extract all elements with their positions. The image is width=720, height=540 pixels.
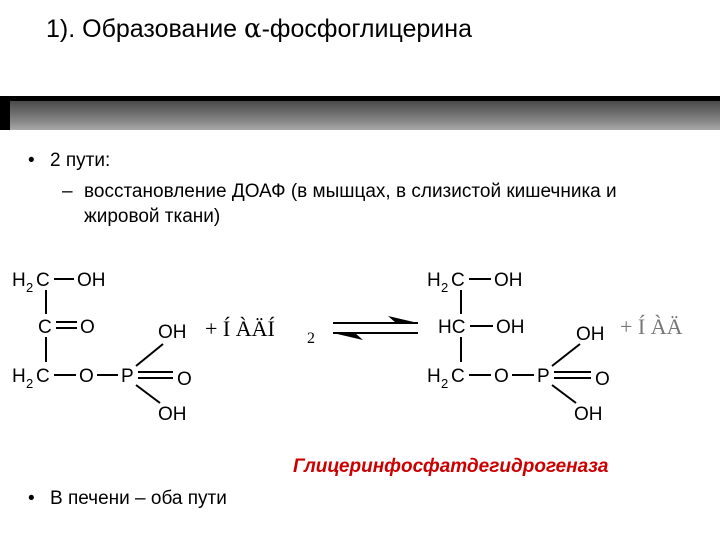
header-band xyxy=(0,66,720,96)
bond-p-oh-down xyxy=(135,384,161,404)
dhap-o-keto: O xyxy=(80,317,95,338)
bond-p-oh-up xyxy=(135,343,164,367)
bullet-paths-text: 2 пути: xyxy=(50,150,111,171)
title-divider-edge xyxy=(0,96,10,130)
title-bar: 1). Образование α-фосфоглицерина xyxy=(0,0,720,66)
dhap-h-bottom: H xyxy=(12,366,26,387)
g3p-oh-top: OH xyxy=(494,270,523,291)
dhap-c-bottom: C xyxy=(36,366,50,387)
reagent-nad-text: + Í ÀÄ xyxy=(620,314,683,339)
g3p-oh-middle: OH xyxy=(496,317,525,338)
g3p-c-top: C xyxy=(451,270,465,291)
sub-bullet-reduction-text: восстановление ДОАФ (в мышцах, в слизист… xyxy=(84,181,617,227)
dhap-o-ester: O xyxy=(79,366,94,387)
dhap-p-o: O xyxy=(177,369,192,390)
dhap-phosphorus: P xyxy=(121,366,134,387)
g3p-h-sub-bottom: 2 xyxy=(441,376,448,391)
sub-bullet-marker: – xyxy=(62,181,73,202)
reverse-arrow-head xyxy=(333,333,363,340)
equilibrium-arrows xyxy=(333,316,418,340)
dhap-oh-top: OH xyxy=(77,270,106,291)
dhap-c-middle: C xyxy=(38,317,52,338)
g3p-o-ester: O xyxy=(494,366,509,387)
dhap-molecule: H 2 C OH C O H 2 C O P OH O OH xyxy=(12,270,192,425)
title-prefix: 1). Образование xyxy=(46,15,245,43)
g3p-c-bottom: C xyxy=(451,366,465,387)
g3p-phosphorus: P xyxy=(537,366,550,387)
title-suffix: -фосфоглицерина xyxy=(261,15,473,43)
dhap-h-sub-top: 2 xyxy=(26,280,33,295)
g3p-h-bottom: H xyxy=(427,366,441,387)
forward-arrow-head xyxy=(388,316,418,323)
enzyme-name: Глицеринфосфатдегидрогеназа xyxy=(293,456,609,477)
g3p-hc-middle: HC xyxy=(438,317,465,338)
reagent-nadh-subscript: 2 xyxy=(307,330,315,347)
dhap-p-oh-down: OH xyxy=(158,404,187,425)
title-divider xyxy=(0,96,720,130)
bullet-marker: • xyxy=(28,150,35,171)
bullet-paths: • 2 пути: xyxy=(28,150,110,172)
g3p-p-oh-down: OH xyxy=(574,404,603,425)
bullet-liver-text: В печени – оба пути xyxy=(50,488,227,509)
slide-title: 1). Образование α-фосфоглицерина xyxy=(46,14,472,44)
g3p-h-top: H xyxy=(427,270,441,291)
bullet-marker-2: • xyxy=(28,488,35,509)
reagent-nadh-text: + Í ÀÄÍ xyxy=(205,316,275,341)
dhap-h-sub-bottom: 2 xyxy=(26,376,33,391)
reagent-nad: + Í ÀÄ xyxy=(620,314,683,339)
dhap-h-top: H xyxy=(12,270,26,291)
g3p-bond-p-oh-up xyxy=(551,343,581,367)
dhap-p-oh-up: OH xyxy=(158,322,187,343)
reagent-nadh: + Í ÀÄÍ 2 xyxy=(205,316,315,347)
g3p-p-o: O xyxy=(595,369,610,390)
bullet-liver: • В печени – оба пути xyxy=(28,488,227,510)
glycerophosphate-molecule: H 2 C OH HC OH H 2 C O P OH O OH xyxy=(427,270,610,425)
dhap-c-top: C xyxy=(36,270,50,291)
g3p-bond-p-oh-down xyxy=(551,384,577,404)
g3p-h-sub-top: 2 xyxy=(441,280,448,295)
g3p-p-oh-up: OH xyxy=(576,324,605,345)
alpha-symbol: α xyxy=(244,14,262,44)
sub-bullet-reduction: – восстановление ДОАФ (в мышцах, в слизи… xyxy=(62,179,622,229)
